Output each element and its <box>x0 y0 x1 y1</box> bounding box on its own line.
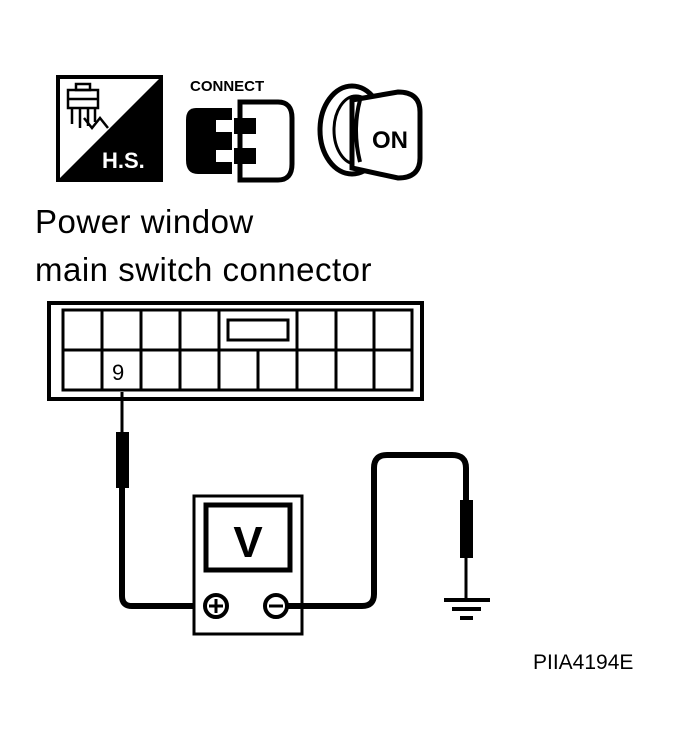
connect-text: CONNECT <box>190 78 264 95</box>
harness-side-text: H.S. <box>102 148 145 173</box>
connector-title-line1: Power window <box>35 203 254 240</box>
positive-probe-lead <box>116 392 205 609</box>
ignition-key-on-icon: ON <box>317 83 423 181</box>
negative-probe-lead <box>287 452 473 609</box>
figure-id: PIIA4194E <box>533 651 633 674</box>
ignition-on-text: ON <box>372 127 408 154</box>
connector-title-line2: main switch connector <box>35 251 372 288</box>
connector-face <box>47 301 424 401</box>
connect-icon: CONNECT <box>186 78 295 183</box>
harness-side-icon: H.S. <box>56 75 163 182</box>
voltmeter-display: V <box>233 518 263 567</box>
terminal-9-label: 9 <box>112 360 124 385</box>
voltmeter: V <box>192 494 304 636</box>
ground-icon <box>444 598 490 620</box>
